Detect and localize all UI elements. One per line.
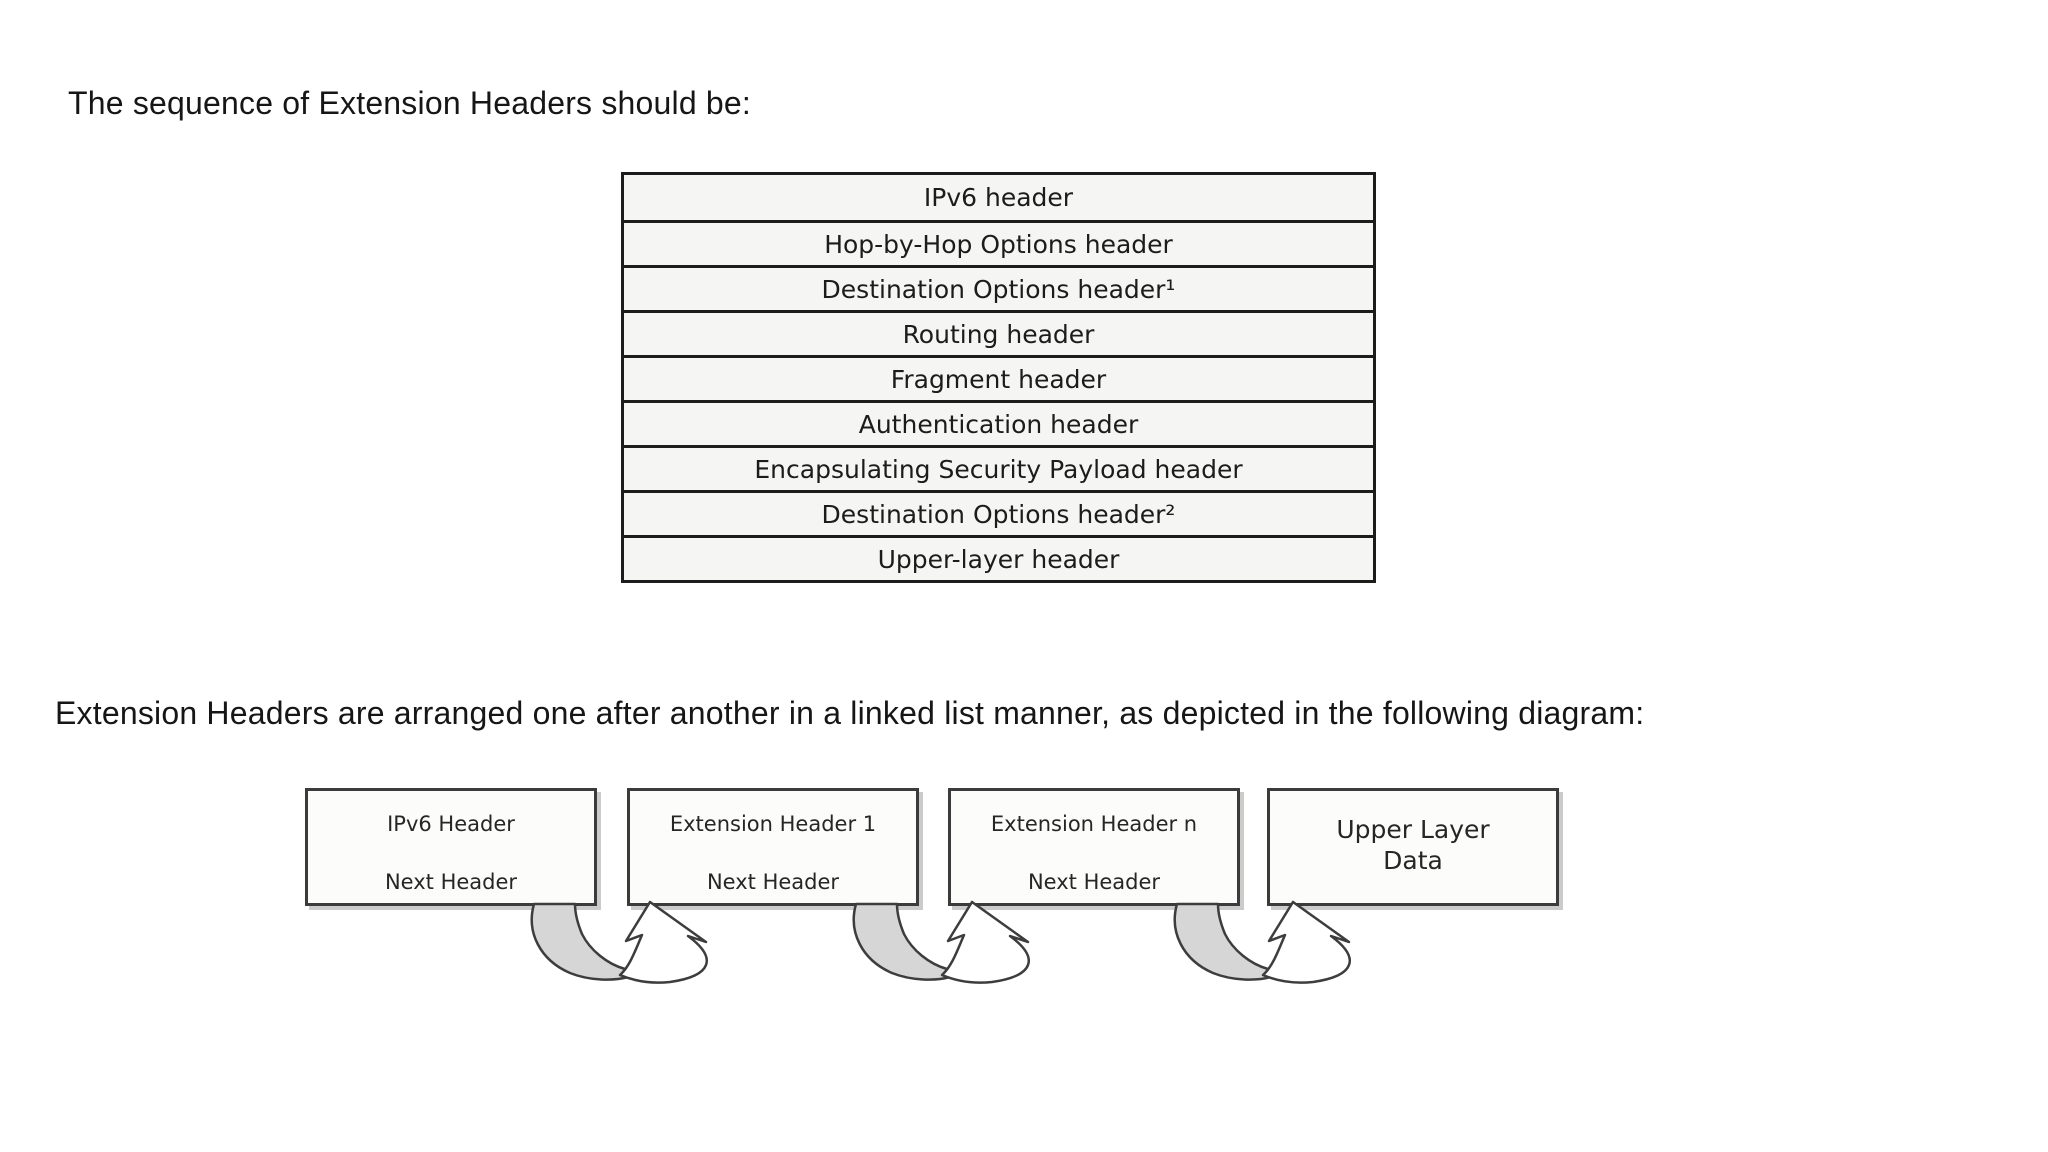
curved-next-arrow-icon	[1165, 898, 1385, 993]
diagram-box-upper-layer-data: Upper Layer Data	[1267, 788, 1559, 906]
diagram-box-extension-header-1: Extension Header 1 Next Header	[627, 788, 919, 906]
box-title: Upper Layer	[1336, 815, 1490, 844]
curved-next-arrow-icon	[522, 898, 742, 993]
box-next-header-field: Next Header	[1027, 870, 1161, 894]
table-row: Routing header	[624, 310, 1373, 355]
curved-next-arrow-icon	[844, 898, 1064, 993]
diagram-box-ipv6-header: IPv6 Header Next Header	[305, 788, 597, 906]
box-title: IPv6 Header	[387, 812, 515, 836]
table-row: IPv6 header	[923, 183, 1074, 212]
box-next-header-field: Next Header	[706, 870, 840, 894]
table-row: Destination Options header²	[624, 490, 1373, 535]
box-title: Extension Header 1	[669, 812, 877, 836]
table-row: Authentication header	[624, 400, 1373, 445]
box-title-line2: Data	[1383, 846, 1443, 875]
table-row: Upper-layer header	[624, 535, 1373, 580]
box-title: Extension Header n	[990, 812, 1198, 836]
linked-list-text: Extension Headers are arranged one after…	[55, 695, 1645, 731]
table-row: Hop-by-Hop Options header	[624, 220, 1373, 265]
box-next-header-field: Next Header	[384, 870, 518, 894]
table-row: Destination Options header¹	[624, 265, 1373, 310]
extension-header-sequence-table: IPv6 header Hop-by-Hop Options header De…	[621, 172, 1376, 583]
table-row: Encapsulating Security Payload header	[624, 445, 1373, 490]
diagram-box-extension-header-n: Extension Header n Next Header	[948, 788, 1240, 906]
table-row: Fragment header	[624, 355, 1373, 400]
intro-text: The sequence of Extension Headers should…	[68, 85, 752, 121]
